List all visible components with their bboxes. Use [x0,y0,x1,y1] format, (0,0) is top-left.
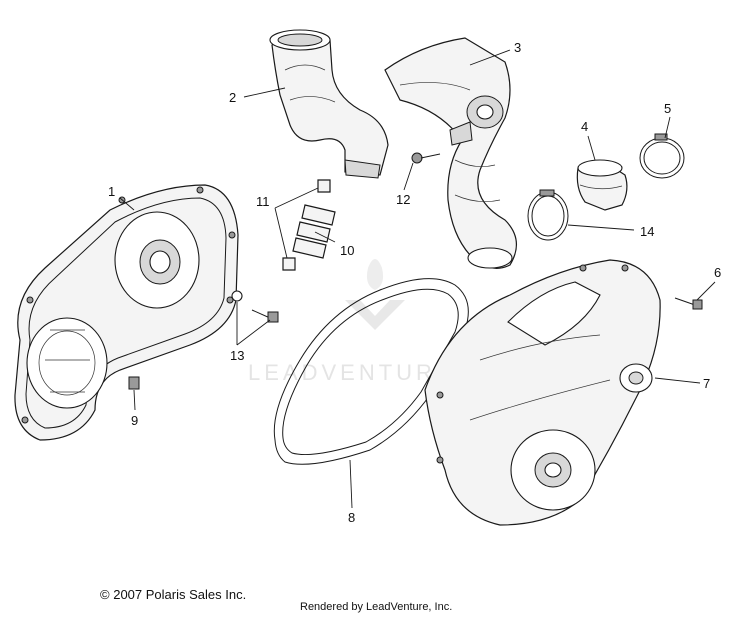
callout-1: 1 [108,184,115,199]
callout-11: 11 [256,194,270,209]
callout-6: 6 [714,265,721,280]
drive-belt [273,278,469,465]
leader-lines [119,49,716,509]
callout-13: 13 [230,348,244,363]
intake-boot [384,37,517,269]
callout-3: 3 [514,40,521,55]
callout-9: 9 [131,413,138,428]
callout-14: 14 [640,224,654,239]
coupler [576,159,628,211]
copyright-notice: © 2007 Polaris Sales Inc. [100,587,246,602]
callout-4: 4 [581,119,588,134]
callout-7: 7 [703,376,710,391]
callout-labels: 1 2 3 4 5 6 7 8 9 10 11 12 13 14 [108,40,721,525]
callout-12: 12 [396,192,410,207]
outer-clutch-cover [424,259,661,526]
screw-12 [411,152,441,164]
watermark-text: LEADVENTURE [248,360,455,385]
hose-clamp-14 [527,189,569,241]
bolt-washer-13 [231,290,279,323]
copyright-symbol: © [100,587,110,602]
damper-blocks [282,179,336,271]
hose-clamp-5 [639,133,685,179]
copyright-text: 2007 Polaris Sales Inc. [113,587,247,602]
nut-9 [128,376,140,390]
callout-5: 5 [664,101,671,116]
rendered-by-notice: Rendered by LeadVenture, Inc. [300,601,453,613]
callout-8: 8 [348,510,355,525]
callout-10: 10 [340,243,354,258]
leadventure-watermark: LEADVENTURE [248,259,455,385]
inner-clutch-cover [14,184,239,441]
callout-2: 2 [229,90,236,105]
intake-duct [269,29,389,179]
